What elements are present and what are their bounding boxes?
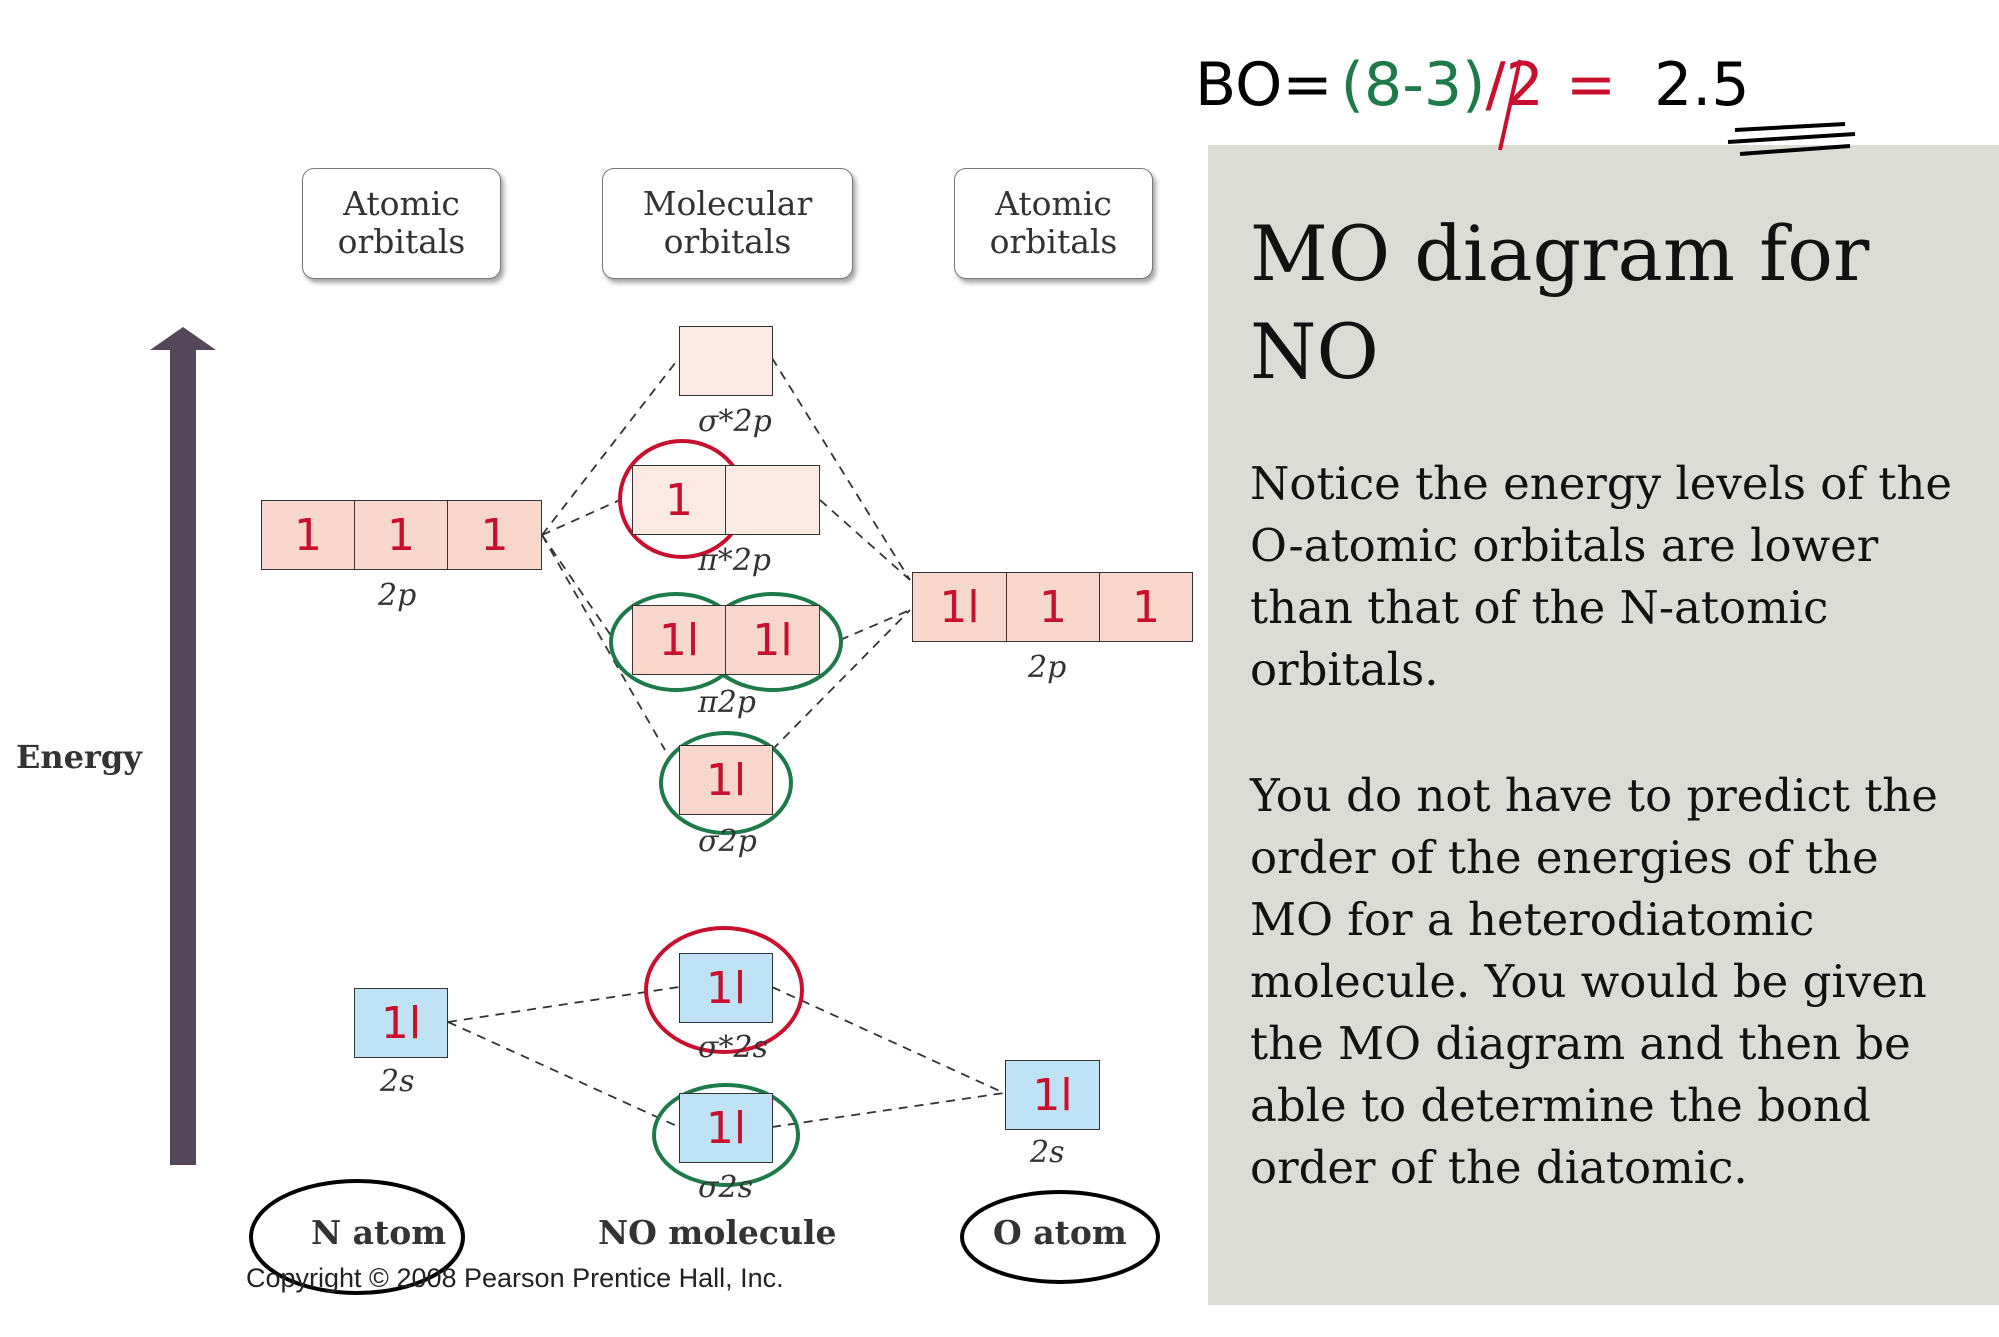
bo-prefix: BO=: [1195, 50, 1333, 120]
label-o-2p: 2p: [1028, 650, 1067, 685]
orbital-box: 1: [447, 500, 542, 570]
header-right-line-2: orbitals: [989, 222, 1118, 261]
bo-result: 2.5: [1654, 50, 1750, 120]
label-n-2p: 2p: [378, 578, 417, 613]
orbital-box: 1: [354, 500, 448, 570]
green-circle-sigma-2p: [659, 731, 793, 835]
panel-title: MO diagram for NO: [1250, 209, 1870, 396]
dashed-connectors-2p: [541, 357, 911, 751]
orbital-box: 1: [1006, 572, 1100, 642]
label-pi-2p: π2p: [698, 685, 757, 720]
no-molecule-label: NO molecule: [598, 1213, 837, 1252]
orbital-box: 1l: [725, 605, 820, 675]
header-middle-line-2: orbitals: [663, 222, 792, 261]
bo-numerator: (8-3): [1340, 50, 1486, 120]
header-left-line-1: Atomic: [343, 184, 460, 223]
label-sigma-2s: σ2s: [698, 1170, 753, 1205]
orbital-box: 1: [632, 465, 726, 535]
header-right-line-1: Atomic: [995, 184, 1112, 223]
bo-divisor: /2: [1485, 50, 1544, 120]
black-circle-n-atom: [249, 1179, 465, 1295]
orbital-box: 1l: [912, 572, 1007, 642]
label-sigma-star-2p: σ*2p: [698, 404, 772, 439]
bo-equals: =: [1565, 50, 1617, 120]
energy-arrow-shaft: [170, 345, 196, 1165]
black-annotation-circles: [249, 1179, 1160, 1295]
orbital-box: 1l: [679, 1093, 773, 1163]
label-n-2s: 2s: [380, 1064, 415, 1099]
label-pi-star-2p: π*2p: [698, 543, 772, 578]
black-circle-o-atom: [960, 1190, 1160, 1284]
orbital-box: 1l: [1005, 1060, 1100, 1130]
orbital-box: 1l: [679, 745, 773, 815]
orbital-box: 1: [1099, 572, 1193, 642]
header-middle-line-1: Molecular: [642, 184, 813, 223]
copyright-notice: Copyright © 2008 Pearson Prentice Hall, …: [246, 1263, 784, 1293]
panel-paragraph-2: You do not have to predict the order of …: [1250, 769, 1938, 1194]
bond-order-equation: BO=(8-3)/2 = 2.5: [1195, 50, 1750, 120]
orbital-box: [679, 326, 773, 396]
red-circle-sigma-star-2s: [644, 926, 804, 1054]
orbital-box: [725, 465, 820, 535]
o-atom-label: O atom: [993, 1213, 1127, 1252]
orbital-box: 1: [261, 500, 355, 570]
green-circle-sigma-2s: [652, 1083, 800, 1187]
label-o-2s: 2s: [1030, 1135, 1065, 1170]
orbital-box: 1l: [679, 953, 773, 1023]
n-atom-label: N atom: [311, 1213, 447, 1252]
divisor-slash: [1498, 59, 1522, 151]
label-sigma-2p: σ2p: [698, 824, 757, 859]
energy-label: Energy: [16, 738, 142, 776]
panel-paragraph-1: Notice the energy levels of the O-atomic…: [1250, 457, 1952, 696]
orbital-box: 1l: [354, 988, 448, 1058]
orbital-box: 1l: [632, 605, 726, 675]
text-panel: [1208, 145, 1999, 1305]
energy-arrow-head: [150, 327, 216, 350]
header-right-atomic-orbitals: Atomic orbitals: [954, 168, 1153, 279]
dashed-connectors-2s: [447, 986, 1005, 1128]
header-middle-molecular-orbitals: Molecular orbitals: [602, 168, 853, 279]
result-underline: [1727, 122, 1856, 156]
label-sigma-star-2s: σ*2s: [698, 1030, 768, 1065]
header-left-atomic-orbitals: Atomic orbitals: [302, 168, 501, 279]
header-left-line-2: orbitals: [337, 222, 466, 261]
